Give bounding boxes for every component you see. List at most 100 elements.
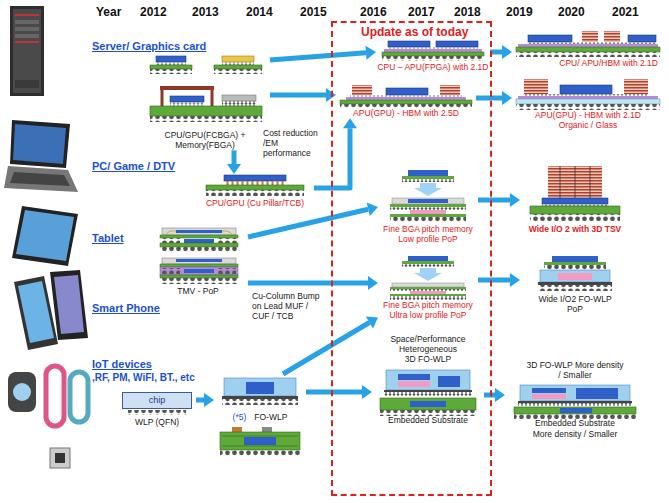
pop-package [176,259,222,262]
region-heading: Update as of today [333,23,490,39]
fcbga-package [150,116,262,122]
tablet-icon [12,206,78,266]
low-profile-pop [392,198,464,204]
cpu-hbm-2-1d-package [528,35,572,42]
package-node: chipWLP (QFN) [118,392,196,427]
ultra-low-profile-pop [390,289,466,291]
fcbga-package [150,106,262,116]
fo-wlp-package [222,396,298,399]
flow-arrow [478,193,520,207]
pop-package [162,268,180,274]
wearable-icon [8,366,88,426]
server-icon [15,27,39,31]
dense-3d-fo-wlp-package [518,403,632,406]
fo-wlp-package [224,378,296,396]
cpu-hbm-2-1d-package [516,31,660,57]
package-node: Fine BGA pitch memory Low profile PoP [378,168,478,244]
year-label: 2018 [454,5,481,19]
cpu-hbm-2-1d-package [516,47,660,52]
package-node: TMV - PoP [148,226,248,296]
cpu-hbm-2-1d-package [516,52,660,57]
dense-3d-fo-wlp-package [560,408,592,413]
flow-arrow [196,393,214,407]
pop-package [184,239,214,243]
embedded-substrate-package [232,427,242,432]
low-profile-pop [390,204,466,207]
tsv-stack-package [542,198,608,204]
arrow-line [306,390,362,395]
ultra-low-profile-pop [402,264,454,267]
laptop-icon [10,120,70,168]
fo-wlp-pop-package [538,285,612,291]
fpga-2-1d-package [382,52,484,56]
flow-arrow [306,385,372,399]
hbm-2-5d-package [340,85,472,108]
embedded-substrate-package [262,427,272,432]
process-note: Cu-Column Bump on Lead MUF / CUF / TCB [252,291,324,322]
package-caption: 3D FO-WLP [372,354,484,364]
hbm-glass-package [524,79,548,94]
flow-arrow [270,46,376,60]
cpu-hbm-2-1d-package [518,44,658,47]
pop-package [176,230,222,233]
arrow-head [362,385,372,399]
arrow-head [204,393,214,407]
dense-3d-fo-wlp-package [514,414,636,419]
fcbga-package [222,56,254,62]
hbm-2-5d-package [440,85,460,95]
package-node: (*5)FO-WLP [214,374,306,460]
package-caption: APU(GPU) - HBM with 2.1D Organic / Glass [529,110,647,130]
cu-pillar-package [206,190,304,196]
server-icon [15,34,39,38]
ultra-low-profile-pop [402,261,454,264]
arrow-head [502,91,512,105]
embedded-substrate-package [220,432,300,450]
3d-fo-wlp-package [386,370,470,390]
wearable-icon [8,372,36,412]
dense-3d-fo-wlp-package [576,388,618,399]
fpga-2-1d-package [382,56,484,61]
year-label: 2017 [408,5,435,19]
package-caption: Wide I/O 2 with 3D TSV [520,224,630,234]
dense-3d-fo-wlp-package [514,385,636,419]
package-caption: WLP (QFN) [118,417,196,427]
low-profile-pop [402,179,454,182]
embedded-substrate-package [220,450,300,456]
hbm-2-5d-package [386,88,428,95]
fpga-2-1d-package [388,41,430,47]
pop-package [166,231,232,235]
hbm-2-5d-package [346,97,466,100]
tsv-stack-package [548,166,602,198]
cpu-hbm-2-1d-package [582,31,598,42]
package-caption: FO-WLP [254,412,287,422]
cu-pillar-package [226,181,284,185]
low-profile-pop [414,183,442,196]
year-label: 2013 [192,5,219,19]
low-profile-pop [390,170,466,222]
chip-icon [50,448,70,468]
laptop-icon [13,124,66,164]
fcbga-package [170,96,204,102]
ultra-low-profile-pop [390,256,466,300]
flow-arrow [270,88,336,102]
hbm-glass-package [516,104,660,110]
hbm-glass-package [516,99,660,104]
server-icon [10,6,44,96]
arrow-line [484,393,495,398]
phone-icon [14,270,88,350]
pop-package [160,267,238,275]
hbm-2-5d-package [340,100,472,104]
tsv-stack-package [530,166,620,221]
low-profile-pop [410,210,446,214]
package-caption: TMV - PoP [148,286,248,296]
arrow-head [368,276,378,290]
package-caption: Embedded Substrate More density / Smalle… [525,418,625,438]
package-node: Wide I/O2 FO-WLP PoP [520,254,630,314]
cu-pillar-package [206,185,304,190]
tsv-stack-package [530,214,620,221]
chip-icon [50,448,70,468]
tsv-stack-package [542,204,608,206]
arrow-line [232,150,237,164]
flow-arrow [476,91,512,105]
package-caption: Fine BGA pitch memory Low profile PoP [378,224,478,244]
